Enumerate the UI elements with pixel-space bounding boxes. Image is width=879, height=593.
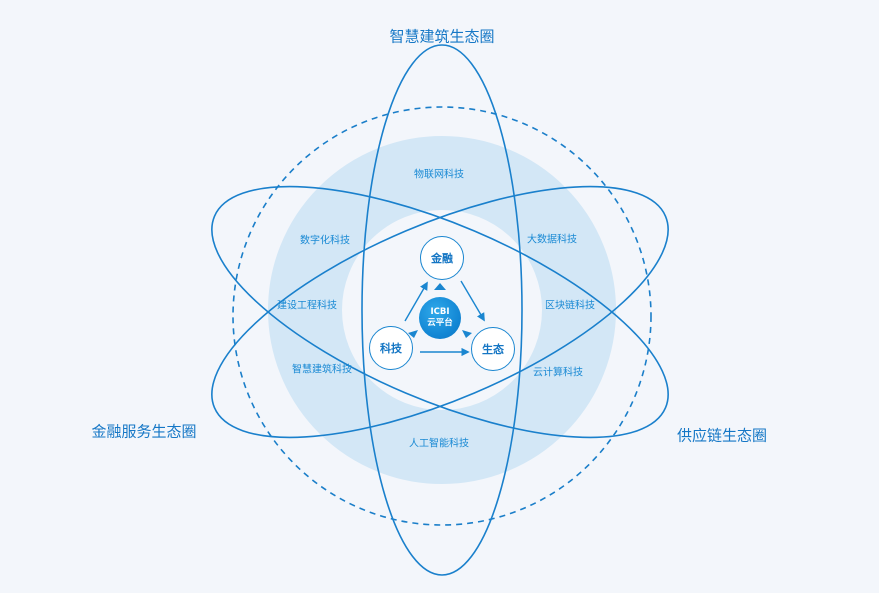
node-technology: 科技 xyxy=(369,326,413,370)
hub-arrow-right xyxy=(462,330,472,338)
node-finance: 金融 xyxy=(420,236,464,280)
hub-line-2: 云平台 xyxy=(427,318,453,328)
tech-label-digitalization: 数字化科技 xyxy=(300,235,350,247)
arrow-tech-to-finance xyxy=(404,281,428,322)
tech-ring-band xyxy=(268,136,616,484)
hub-arrow-left xyxy=(408,330,418,338)
tech-label-smart-building: 智慧建筑科技 xyxy=(292,364,352,376)
hub-icbi-cloud-platform: ICBI 云平台 xyxy=(419,297,461,339)
hub-line-1: ICBI xyxy=(430,307,450,317)
orbit-diagonal-b xyxy=(211,185,669,439)
tech-label-cloud-computing: 云计算科技 xyxy=(533,367,583,379)
ecosystem-label-supply-chain: 供应链生态圈 xyxy=(676,426,768,445)
tech-label-blockchain: 区块链科技 xyxy=(545,300,595,312)
tech-label-iot: 物联网科技 xyxy=(414,169,464,181)
orbit-vertical xyxy=(361,44,523,576)
node-ecology: 生态 xyxy=(471,327,515,371)
tech-label-construction-engineering: 建设工程科技 xyxy=(277,300,337,312)
arrow-finance-to-ecology xyxy=(460,280,485,322)
hub-arrow-top xyxy=(434,283,446,290)
tech-label-ai: 人工智能科技 xyxy=(409,438,469,450)
ecosystem-label-financial-services: 金融服务生态圈 xyxy=(91,422,197,441)
dashed-orbit xyxy=(232,106,652,526)
orbit-diagonal-a xyxy=(211,185,669,439)
ecosystem-label-smart-building: 智慧建筑生态圈 xyxy=(389,27,495,46)
tech-label-big-data: 大数据科技 xyxy=(527,234,577,246)
